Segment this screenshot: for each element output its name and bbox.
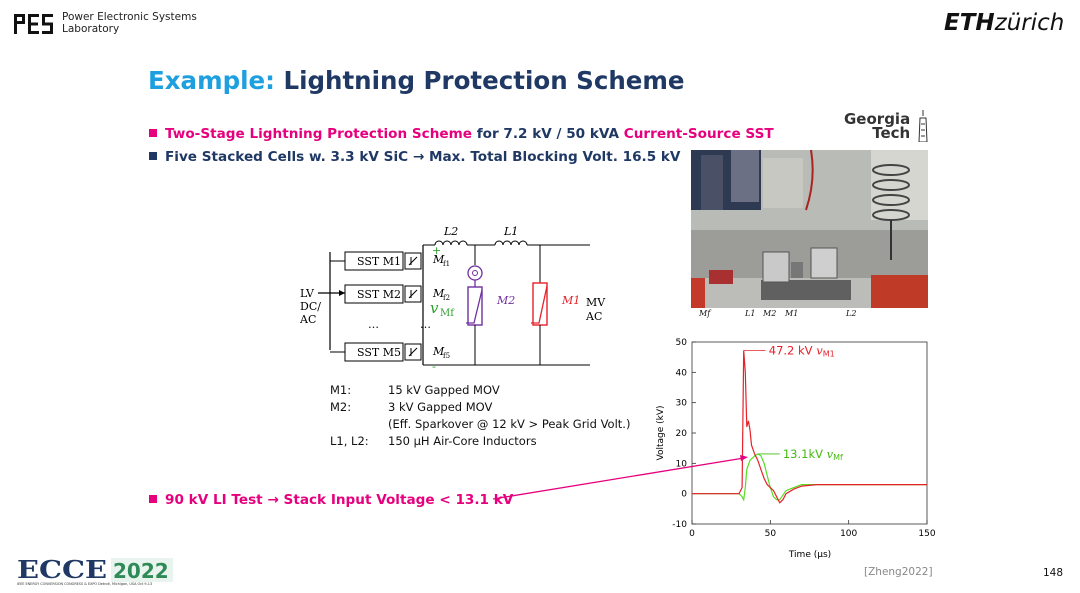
test-setup-photo: Mf L1 M2 M1 L2 (691, 150, 928, 318)
photo-label-l1: L1 (744, 309, 755, 318)
bullet-1-pink-b: Current-Source SST (623, 126, 774, 142)
photo-label-l2: L2 (845, 309, 856, 318)
legend-key: M2: (330, 400, 352, 414)
sst-cell: SST M2 (344, 284, 422, 304)
legend-val: 15 kV Gapped MOV (388, 383, 500, 397)
page-number: 148 (1043, 567, 1064, 579)
cell-ellipsis-2: … (420, 318, 431, 331)
eth-logo-rest: zürich (994, 10, 1065, 36)
inductor-l2-label: L2 (443, 225, 458, 238)
legend-val: 3 kV Gapped MOV (388, 400, 493, 414)
y-tick-label: 40 (676, 368, 688, 378)
circuit-schematic: LV DC/ AC SST M1 SST M2 … … SST M5 M f1 … (299, 225, 606, 373)
plus-sign: + (432, 244, 441, 257)
legend-val: 150 µH Air-Core Inductors (388, 434, 537, 448)
bullet-2-text: Five Stacked Cells w. 3.3 kV SiC → Max. … (165, 149, 681, 165)
photo-label-m1: M1 (784, 309, 798, 318)
inductor-l1-label: L1 (503, 225, 518, 238)
ecce-logo: ECCE 2022 IEEE ENERGY CONVERSION CONGRES… (17, 556, 173, 586)
series-line (692, 350, 927, 504)
y-tick-label: -10 (672, 520, 687, 530)
lab-name: Power Electronic Systems Laboratory (62, 11, 197, 35)
y-tick-label: 10 (676, 459, 688, 469)
sst-cell-label-1: SST M1 (357, 255, 401, 268)
lab-name-line2: Laboratory (62, 23, 120, 35)
legend-key: M1: (330, 383, 352, 397)
mf-label: M (432, 287, 445, 300)
y-tick-label: 30 (676, 399, 688, 409)
peak-annotation-sub: M1 (823, 349, 835, 358)
y-tick-label: 0 (681, 490, 687, 500)
svg-text:IEEE ENERGY CONVERSION CONGRES: IEEE ENERGY CONVERSION CONGRESS & EXPO D… (17, 582, 152, 586)
lab-name-line1: Power Electronic Systems (62, 11, 197, 23)
bullet-3: 90 kV LI Test → Stack Input Voltage < 13… (149, 492, 513, 508)
vmf-sub: Mf (440, 308, 455, 319)
minus-sign: - (432, 360, 436, 373)
y-tick-label: 50 (676, 338, 688, 348)
mf-annotation: 13.1kV vMf (783, 447, 843, 462)
svg-text:ECCE: ECCE (17, 556, 107, 584)
vmf-label: v (430, 299, 439, 317)
peak-annotation: 47.2 kV vM1 (769, 343, 835, 358)
x-tick-label: 0 (689, 529, 695, 539)
series-line (692, 453, 927, 502)
plot-frame (691, 341, 928, 525)
lv-label-2: DC/ (300, 300, 321, 313)
peak-annotation-symbol: v (816, 343, 823, 357)
title-prefix: Example: (148, 66, 275, 95)
x-tick-label: 150 (918, 529, 935, 539)
mf-sub-1: f1 (443, 260, 450, 268)
bullet-1-pink-a: Two-Stage Lightning Protection Scheme (165, 126, 472, 142)
sst-cell-label-3: SST M5 (357, 346, 401, 359)
gt-line2: Tech (872, 124, 911, 142)
bullet-square-icon (149, 152, 157, 160)
ecce-year: 2022 (113, 559, 169, 583)
title-main: Lightning Protection Scheme (283, 66, 685, 95)
mv-label-2: AC (585, 310, 602, 323)
sst-cell-label-2: SST M2 (357, 288, 401, 301)
legend-key: L1, L2: (330, 434, 369, 448)
mf-annotation-symbol: v (827, 447, 834, 461)
mf-sub-5: f5 (443, 352, 450, 360)
pes-logo-icon (14, 14, 53, 34)
sst-cell: SST M1 (344, 251, 422, 271)
photo-label-m2: M2 (762, 309, 776, 318)
mv-label-1: MV (586, 296, 606, 309)
georgia-tech-logo: Georgia Tech (844, 110, 911, 142)
legend-val: (Eff. Sparkover @ 12 kV > Peak Grid Volt… (388, 417, 631, 431)
x-axis-label: Time (µs) (788, 550, 831, 560)
eth-logo: ETHzürich (944, 10, 1064, 36)
mf-sub-2: f2 (443, 294, 450, 302)
lv-label-3: AC (299, 313, 316, 326)
mf-label: M (432, 253, 445, 266)
slide-title: Example: Lightning Protection Scheme (148, 66, 685, 95)
bullet-square-icon (149, 129, 157, 137)
sst-cell: SST M5 (344, 342, 422, 362)
bullet-square-icon (149, 495, 157, 503)
gt-line1: Georgia (844, 110, 911, 128)
bullet-2: Five Stacked Cells w. 3.3 kV SiC → Max. … (149, 149, 680, 165)
y-tick-label: 20 (676, 429, 688, 439)
bullet-1: Two-Stage Lightning Protection Scheme fo… (149, 126, 774, 142)
bullet-1-mid: for 7.2 kV / 50 kVA (472, 126, 624, 142)
cell-ellipsis: … (368, 318, 379, 331)
tech-tower-icon (918, 110, 928, 142)
bullet-3-text: 90 kV LI Test → Stack Input Voltage < 13… (165, 492, 514, 508)
mf-annotation-sub: Mf (833, 453, 843, 462)
lv-label-1: LV (300, 287, 315, 300)
mf-label: M (432, 345, 445, 358)
eth-logo-bold: ETH (944, 10, 995, 36)
mov-m1-label: M1 (561, 294, 580, 307)
y-axis-label: Voltage (kV) (656, 405, 666, 460)
x-tick-label: 100 (840, 529, 857, 539)
photo-label-mf: Mf (698, 309, 712, 318)
reference: [Zheng2022] (864, 566, 933, 578)
x-tick-label: 50 (765, 529, 777, 539)
mov-m2-label: M2 (496, 294, 515, 307)
